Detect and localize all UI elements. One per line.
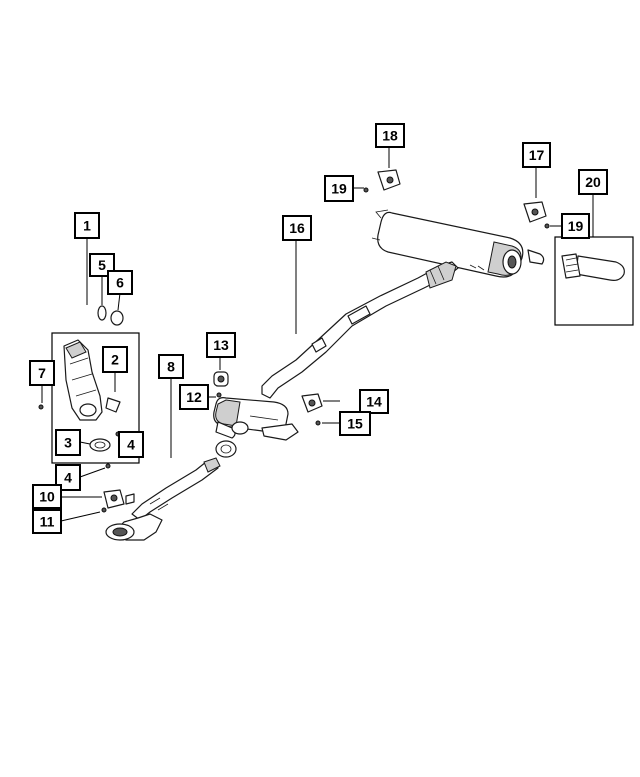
callout-1: 1 [74,212,100,239]
svg-text:3: 3 [64,435,72,451]
svg-text:20: 20 [585,174,601,190]
svg-text:6: 6 [116,275,124,291]
o-ring-seal [97,305,107,321]
catalytic-converter [63,339,121,421]
leader-4b [79,467,106,478]
hanger-18 [377,169,401,191]
callout-4a: 4 [118,431,144,458]
callout-7: 7 [29,360,55,386]
tailpipe-tip-group-box [554,236,634,326]
callout-16: 16 [282,215,312,241]
svg-text:4: 4 [64,470,72,486]
callout-13: 13 [206,332,236,358]
svg-text:16: 16 [289,220,305,236]
intermediate-pipe [261,261,459,399]
callout-20: 20 [578,169,608,195]
svg-text:4: 4 [127,437,135,453]
svg-text:8: 8 [167,359,175,375]
catalytic-converter-group-box [51,332,140,464]
callout-11: 11 [32,509,62,534]
svg-text:18: 18 [382,128,398,144]
callout-10: 10 [32,484,62,509]
hanger-17 [523,201,547,223]
callout-12: 12 [179,384,209,410]
tailpipe-tip [561,253,625,281]
callout-14: 14 [359,389,389,414]
svg-text:13: 13 [213,337,229,353]
bolt-19-left [363,187,369,193]
callout-17: 17 [522,142,551,168]
converter-gasket [89,438,111,452]
callout-8: 8 [158,354,184,379]
front-pipe [105,457,221,541]
svg-text:10: 10 [39,489,55,505]
callout-15: 15 [339,411,371,436]
svg-text:19: 19 [331,181,347,197]
o-ring-gasket [110,310,124,326]
bolt-15 [315,420,321,426]
svg-text:15: 15 [347,416,363,432]
flange-gasket [215,440,237,458]
hanger-14 [301,393,323,413]
svg-text:2: 2 [111,352,119,368]
isolator-13 [213,371,229,387]
rear-muffler [371,209,545,278]
leader-3 [79,441,91,445]
callout-19b: 19 [561,213,590,239]
svg-text:11: 11 [40,514,55,530]
bolt-19-right [544,223,550,229]
svg-text:17: 17 [529,147,545,163]
callout-18: 18 [375,123,405,148]
callout-19a: 19 [324,175,354,202]
leader-11 [60,511,101,522]
bolt-7 [38,404,44,410]
bolt-11 [101,507,107,513]
center-resonator [213,397,299,441]
hanger-10 [103,489,135,509]
nut-4b [105,463,111,469]
svg-text:1: 1 [83,218,91,234]
svg-text:12: 12 [186,389,202,405]
svg-text:14: 14 [366,394,382,410]
callout-2: 2 [102,346,128,373]
callout-3: 3 [55,429,81,456]
bolt-12 [216,392,222,398]
svg-text:5: 5 [98,257,106,273]
leader-6 [117,292,121,311]
svg-text:19: 19 [568,218,584,234]
svg-text:7: 7 [38,365,46,381]
callout-6: 6 [107,270,133,295]
